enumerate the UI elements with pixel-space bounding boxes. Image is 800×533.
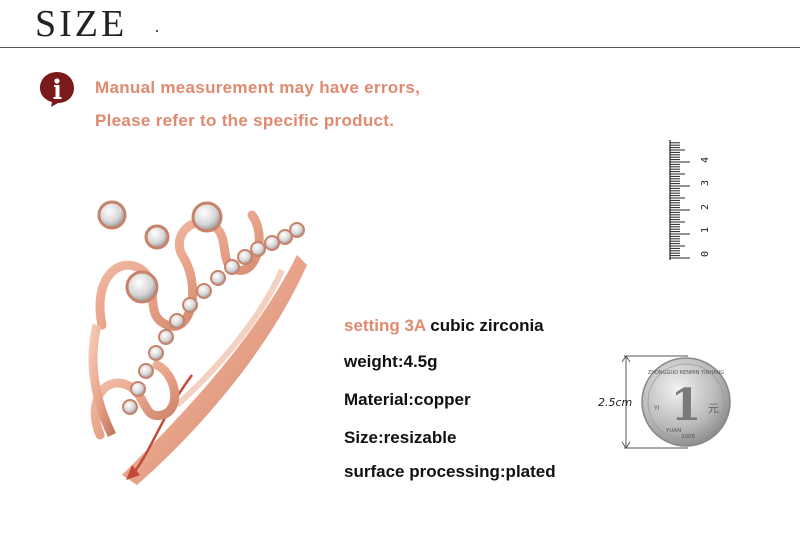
coin-letters-left: YI — [653, 405, 660, 412]
ruler-label-1: 1 — [700, 227, 711, 233]
crown-ring-image — [88, 200, 307, 485]
coin-year: 2005 — [681, 434, 695, 440]
spec-setting: setting 3A cubic zirconia — [344, 316, 544, 336]
notice-line-2: Please refer to the specific product. — [95, 111, 395, 130]
ruler-label-0: 0 — [700, 251, 711, 257]
ruler-graphic: 0 1 2 3 4 — [669, 140, 711, 260]
notice-line-1: Manual measurement may have errors, — [95, 78, 421, 97]
coin-char: 元 — [708, 402, 719, 415]
spec-weight: weight:4.5g — [344, 352, 438, 371]
spec-setting-value: cubic zirconia — [425, 316, 544, 335]
title-dot — [156, 30, 158, 32]
spec-material: Material:copper — [344, 390, 471, 409]
info-icon — [40, 72, 74, 107]
coin-size-reference: 2.5cm ZHONGGUO RENMIN YINHANG YI 1 元 YUA… — [598, 355, 731, 449]
coin-rim-text: ZHONGGUO RENMIN YINHANG — [648, 370, 724, 376]
ruler-label-4: 4 — [700, 157, 711, 163]
page-title: SIZE — [35, 3, 128, 45]
ruler-label-3: 3 — [700, 180, 711, 186]
coin-diameter-label: 2.5cm — [598, 396, 632, 409]
spec-surface: surface processing:plated — [344, 462, 556, 481]
ruler-label-2: 2 — [700, 204, 711, 210]
coin-letters-bottom: YUAN — [665, 428, 681, 434]
spec-size: Size:resizable — [344, 428, 457, 447]
coin-denomination: 1 — [671, 380, 702, 431]
header-divider — [0, 47, 800, 48]
spec-setting-prefix: setting 3A — [344, 316, 426, 335]
